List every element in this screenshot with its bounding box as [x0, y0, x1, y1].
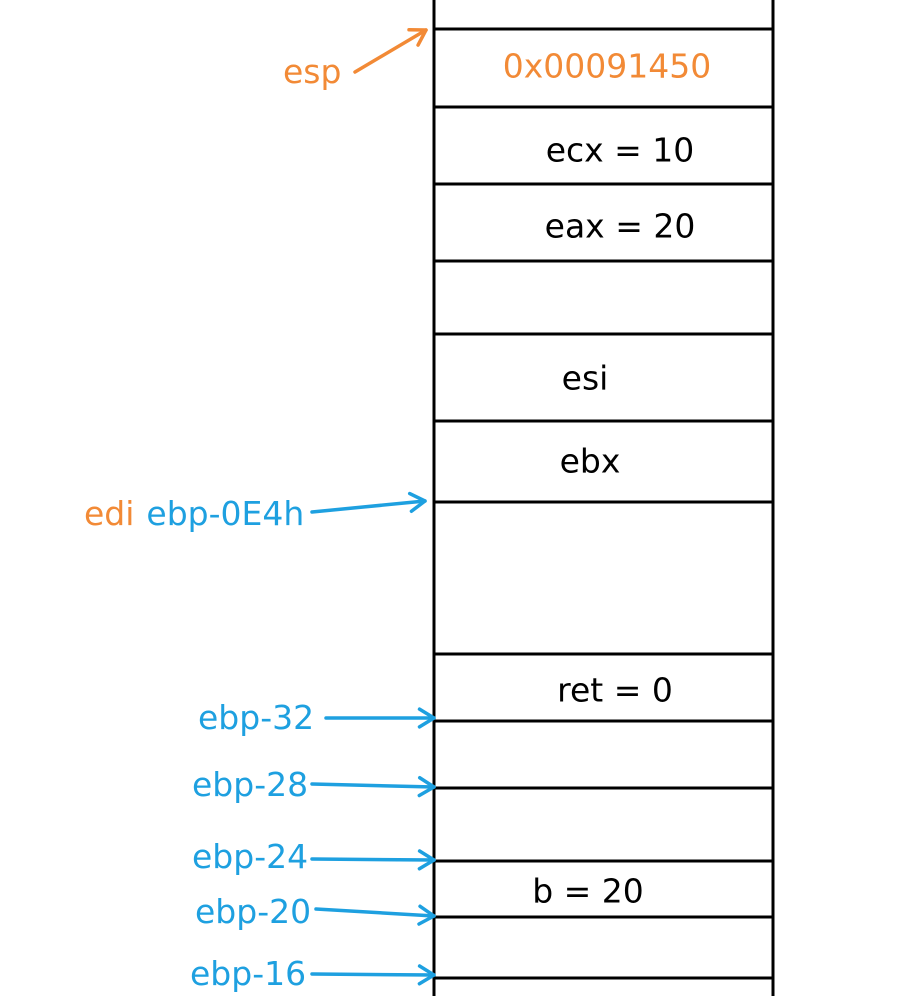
pointer-label-part: ebp-0E4h — [146, 494, 304, 533]
pointer-arrow-head — [417, 849, 436, 871]
pointer-label-part: ebp-24 — [192, 837, 308, 876]
pointer: edi ebp-0E4h — [84, 491, 427, 533]
pointer-label-part: ebp-20 — [195, 892, 311, 931]
pointer-arrow-shaft — [310, 782, 436, 789]
pointer-arrow-head — [417, 707, 436, 729]
pointer-label: ebp-32 — [198, 698, 314, 737]
stack-cell-value: ecx = 10 — [546, 131, 695, 170]
stack-cell-value: 0x00091450 — [503, 47, 712, 86]
pointer-label: edi ebp-0E4h — [84, 494, 304, 533]
stack-cell-value: ebx — [560, 442, 621, 481]
pointer-arrow-head — [417, 776, 436, 798]
pointer-arrow-shaft — [353, 28, 428, 74]
pointer-arrow-shaft — [310, 972, 436, 977]
pointer-label: ebp-16 — [190, 954, 306, 993]
pointer-label-part: esp — [283, 52, 341, 91]
pointer-arrow-head — [407, 27, 428, 47]
pointer-arrow-shaft — [310, 499, 427, 514]
stack-cell-value: eax = 20 — [545, 207, 696, 246]
pointer-label-part: ebp-28 — [192, 765, 308, 804]
pointer-label: ebp-28 — [192, 765, 308, 804]
pointer-label: esp — [283, 52, 341, 91]
pointer-arrow-head — [417, 964, 436, 986]
stack-cell-value: b = 20 — [532, 872, 644, 911]
pointer-label-part: ebp-32 — [198, 698, 314, 737]
stack-column: 0x00091450 ecx = 10 eax = 20 esi ebx ret = 0 b… — [432, 0, 775, 996]
pointer-arrow-shaft — [310, 857, 436, 862]
pointer: ebp-28 — [192, 765, 436, 804]
pointer: esp — [283, 27, 428, 91]
pointer: ebp-24 — [192, 837, 436, 876]
pointer: ebp-32 — [198, 698, 436, 737]
pointer-label: ebp-24 — [192, 837, 308, 876]
pointer-arrow-head — [407, 491, 427, 513]
stack-cell-value: ret = 0 — [557, 671, 673, 710]
pointer: ebp-16 — [190, 954, 436, 993]
stack-cell-value: esi — [562, 359, 609, 398]
pointer-arrow-shaft — [314, 907, 436, 918]
pointer-label-part: edi — [84, 494, 134, 533]
pointer-arrow-head — [417, 904, 436, 926]
pointer: ebp-20 — [195, 892, 436, 931]
pointer-label-part: ebp-16 — [190, 954, 306, 993]
pointer-label: ebp-20 — [195, 892, 311, 931]
pointer-labels: esp edi ebp-0E4h ebp-32 ebp-28 ebp-24 ebp-20 eb… — [84, 27, 436, 993]
